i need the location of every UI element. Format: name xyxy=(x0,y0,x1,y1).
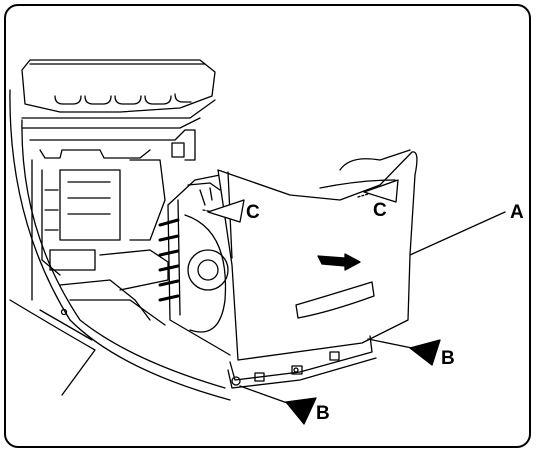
callout-label-b-upper: B xyxy=(441,348,455,369)
callout-label-c-left: C xyxy=(246,202,260,223)
callout-c-right-arrowhead xyxy=(363,179,399,203)
callout-c-left-arrowhead xyxy=(207,199,245,223)
callout-leaders xyxy=(207,179,506,425)
callout-label-a: A xyxy=(510,202,524,223)
glove-box-door xyxy=(202,149,418,389)
callout-label-c-right: C xyxy=(373,200,387,221)
callout-b-lower-arrowhead xyxy=(285,397,317,425)
callout-label-b-lower: B xyxy=(316,403,330,424)
dashboard-structure xyxy=(9,59,231,401)
box-housing xyxy=(158,174,231,356)
callout-b-upper-arrowhead xyxy=(409,339,441,366)
